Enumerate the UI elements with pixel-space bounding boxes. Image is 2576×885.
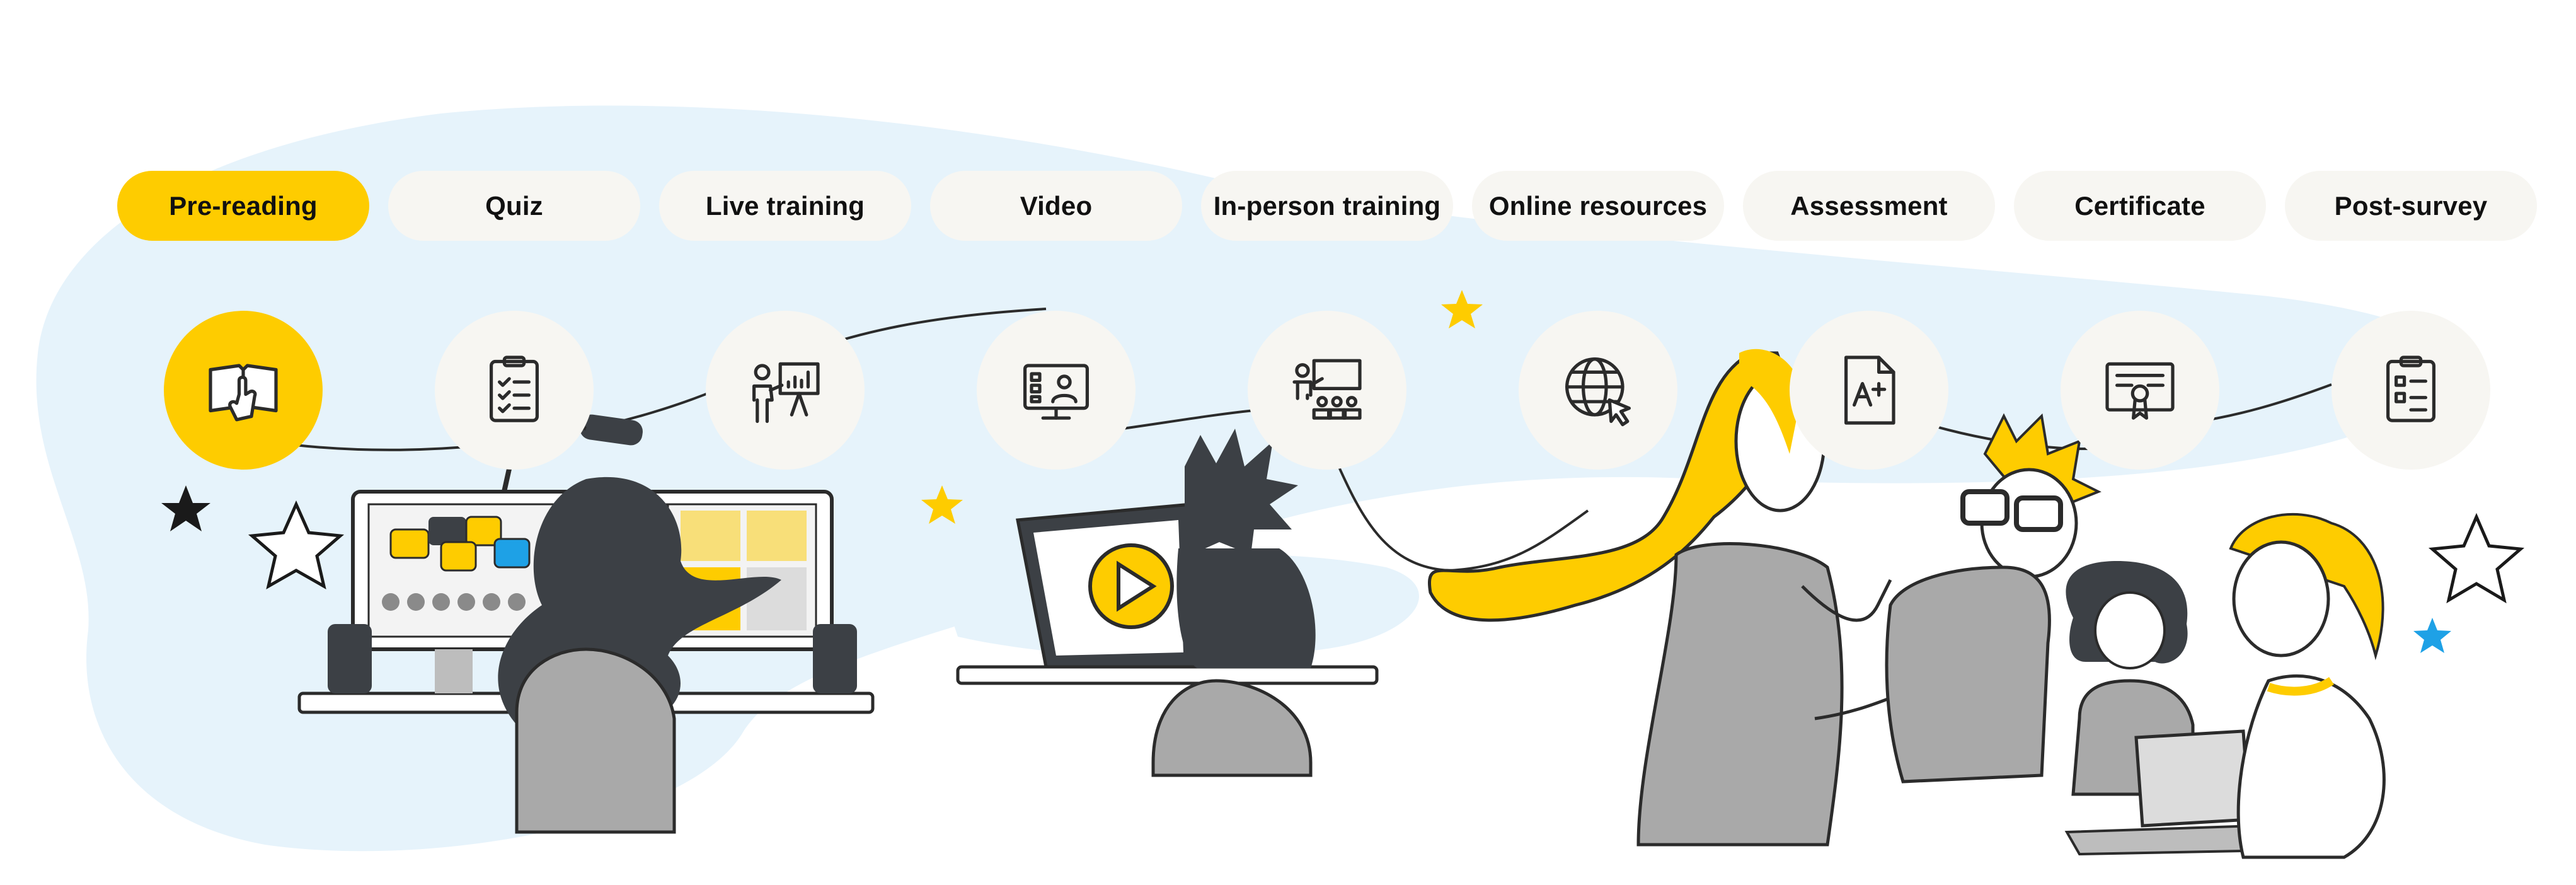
step-circle-post-survey[interactable] <box>2332 311 2490 470</box>
scene-people-group <box>1428 349 2386 859</box>
star-outline-icon <box>248 500 345 589</box>
tab-live-training[interactable]: Live training <box>659 171 911 241</box>
step-circle-live-training[interactable] <box>706 311 865 470</box>
tab-post-survey[interactable]: Post-survey <box>2285 171 2537 241</box>
step-circle-assessment[interactable] <box>1790 311 1948 470</box>
video-lesson-monitor-icon <box>1023 364 1089 420</box>
star-yellow-icon <box>1441 290 1483 328</box>
tab-certificate[interactable]: Certificate <box>2014 171 2266 241</box>
classroom-icon <box>1292 359 1362 420</box>
star-blue-icon <box>2413 618 2451 653</box>
tab-online-resources[interactable]: Online resources <box>1472 171 1724 241</box>
globe-cursor-icon <box>1565 357 1631 427</box>
survey-clipboard-icon <box>2386 356 2435 422</box>
presenter-board-icon <box>752 362 820 423</box>
step-circle-certificate[interactable] <box>2061 311 2219 470</box>
step-circle-video[interactable] <box>977 311 1136 470</box>
scene-video-call <box>297 414 875 834</box>
step-circle-quiz[interactable] <box>435 311 594 470</box>
tab-assessment[interactable]: Assessment <box>1743 171 1995 241</box>
book-hand-icon <box>209 364 278 422</box>
step-circle-online-resources[interactable] <box>1519 311 1677 470</box>
step-circle-in-person-training[interactable] <box>1248 311 1406 470</box>
tab-quiz[interactable]: Quiz <box>388 171 640 241</box>
tab-in-person-training[interactable]: In-person training <box>1201 171 1453 241</box>
star-outline-icon <box>2428 512 2525 604</box>
graded-document-icon <box>1844 356 1895 425</box>
step-circle-pre-reading[interactable] <box>164 311 323 470</box>
star-yellow-icon <box>921 485 963 524</box>
scene-video-laptop <box>956 429 1379 777</box>
decor-stars <box>161 290 2525 653</box>
clipboard-checklist-icon <box>490 356 539 422</box>
certificate-icon <box>2105 362 2175 420</box>
star-black-icon <box>161 485 210 531</box>
tab-video[interactable]: Video <box>930 171 1182 241</box>
tab-pre-reading[interactable]: Pre-reading <box>117 171 369 241</box>
